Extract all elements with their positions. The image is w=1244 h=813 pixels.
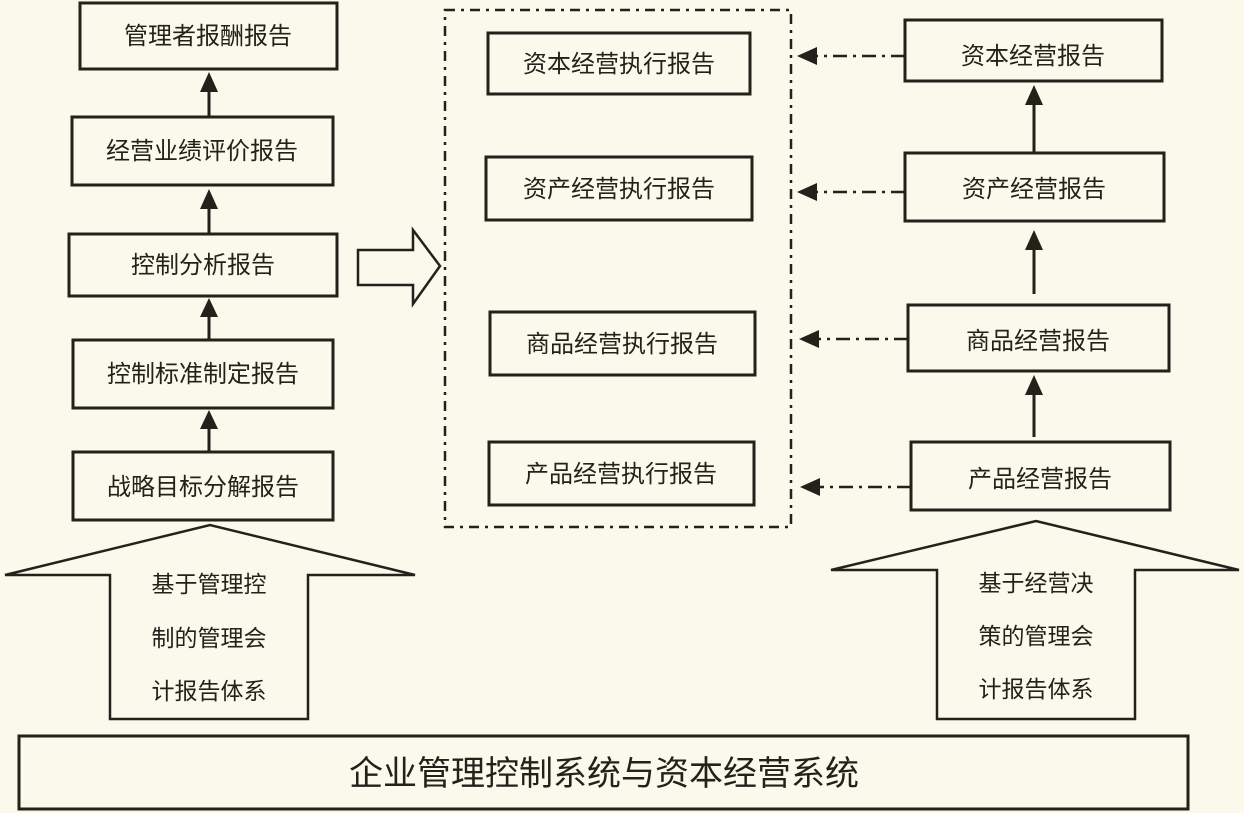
dashed-left-arrow: [799, 330, 908, 348]
dashed-left-arrow: [800, 478, 911, 496]
right-base-arrow: 基于经营决 策的管理会 计报告体系: [830, 519, 1240, 721]
box-label: 战略目标分解报告: [107, 473, 299, 501]
foundation-label: 企业管理控制系统与资本经营系统: [349, 754, 859, 794]
box-label: 资产经营报告: [962, 175, 1106, 203]
box-product-operation-report: 产品经营报告: [909, 440, 1172, 512]
right-up-arrow: [1025, 375, 1043, 437]
box-label: 产品经营执行报告: [525, 460, 717, 488]
box-commodity-operation-report: 商品经营报告: [906, 303, 1171, 373]
box-label: 管理者报酬报告: [124, 22, 292, 50]
left-base-line-1: 基于管理控: [152, 572, 267, 598]
box-label: 商品经营执行报告: [526, 330, 718, 358]
foundation-bar: 企业管理控制系统与资本经营系统: [17, 734, 1190, 811]
dashed-left-arrow: [797, 183, 905, 201]
box-label: 资本经营执行报告: [523, 50, 715, 78]
box-label: 资本经营报告: [961, 42, 1105, 70]
box-control-standard-report: 控制标准制定报告: [71, 338, 335, 410]
right-up-arrow: [1025, 85, 1043, 153]
box-label: 控制分析报告: [131, 251, 275, 279]
box-label: 商品经营报告: [966, 327, 1110, 355]
execution-reports-frame: 资本经营执行报告 资产经营执行报告 商品经营执行报告 产品经营执行报告: [443, 8, 793, 529]
box-label: 产品经营报告: [968, 465, 1112, 493]
right-chain: 资本经营报告 资产经营报告 商品经营报告 产品经营报告: [903, 18, 1172, 512]
right-up-arrow: [1025, 230, 1043, 294]
box-commodity-execution-report: 商品经营执行报告: [488, 310, 757, 377]
left-up-arrow: [200, 298, 218, 340]
box-label: 控制标准制定报告: [107, 360, 299, 388]
box-capital-operation-report: 资本经营报告: [903, 18, 1164, 83]
right-base-line-1: 基于经营决: [979, 571, 1094, 597]
right-base-line-2: 策的管理会: [979, 624, 1094, 650]
box-asset-operation-report: 资产经营报告: [903, 151, 1166, 223]
box-product-execution-report: 产品经营执行报告: [487, 440, 756, 507]
dashed-left-arrow: [797, 47, 905, 65]
left-chain: 管理者报酬报告 经营业绩评价报告 控制分析报告 控制标准制定报告 战略目标分解报…: [67, 1, 339, 522]
box-capital-execution-report: 资本经营执行报告: [486, 31, 752, 96]
left-up-arrow: [200, 72, 218, 117]
box-performance-evaluation-report: 经营业绩评价报告: [70, 115, 335, 187]
box-label: 资产经营执行报告: [523, 175, 715, 203]
right-base-line-3: 计报告体系: [979, 677, 1094, 703]
left-base-line-2: 制的管理会: [152, 626, 267, 652]
hollow-right-arrow: [356, 226, 442, 308]
box-strategic-goal-report: 战略目标分解报告: [71, 450, 335, 522]
box-asset-execution-report: 资产经营执行报告: [484, 155, 754, 222]
left-base-arrow: 基于管理控 制的管理会 计报告体系: [4, 523, 416, 721]
box-manager-compensation-report: 管理者报酬报告: [78, 1, 339, 71]
box-label: 经营业绩评价报告: [106, 137, 298, 165]
box-control-analysis-report: 控制分析报告: [67, 232, 339, 298]
left-up-arrow: [200, 189, 218, 234]
left-base-line-3: 计报告体系: [152, 679, 267, 705]
left-up-arrow: [200, 410, 218, 452]
